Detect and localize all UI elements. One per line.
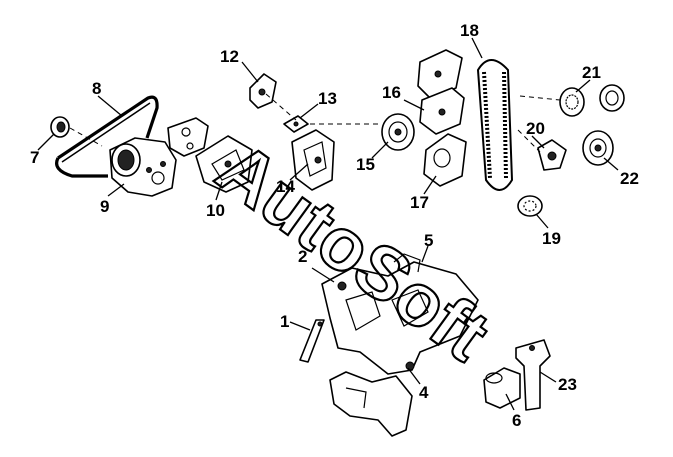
callout-13: 13: [318, 89, 337, 108]
small-pulley: [50, 116, 70, 138]
callout-9: 9: [100, 197, 109, 216]
sleeves: [483, 339, 551, 411]
callout-7: 7: [30, 148, 39, 167]
callout-10: 10: [206, 201, 225, 220]
callout-6: 6: [512, 411, 521, 430]
callout-16: 16: [382, 83, 401, 102]
callout-8: 8: [92, 79, 101, 98]
callout-19: 19: [542, 229, 561, 248]
callout-labels: 1 2 4 5 6 7 8 9 10 12 13 14 15 16 17 18 …: [30, 21, 639, 430]
small-bracket-12: [249, 73, 277, 109]
bracket-14: [291, 129, 335, 191]
callout-2: 2: [298, 247, 307, 266]
lower-bracket: [329, 371, 413, 437]
strap-1: [299, 319, 325, 363]
alternator: [109, 137, 177, 197]
clip-13: [283, 115, 309, 133]
callout-15: 15: [356, 155, 375, 174]
idler-pulley-21: [559, 84, 625, 117]
pulley-22: [582, 130, 614, 166]
callout-22: 22: [620, 169, 639, 188]
callout-4: 4: [419, 383, 429, 402]
callout-1: 1: [280, 312, 289, 331]
sprocket-19: [517, 195, 543, 217]
callout-21: 21: [582, 63, 601, 82]
callout-23: 23: [558, 375, 577, 394]
leader-lines: [37, 37, 619, 411]
alternator-bracket: [167, 117, 209, 157]
timing-belt: [477, 59, 513, 191]
callout-5: 5: [424, 231, 433, 250]
pulley-15: [381, 113, 415, 151]
engine-mount-10: [195, 135, 253, 193]
callout-14: 14: [276, 177, 295, 196]
callout-20: 20: [526, 119, 545, 138]
drive-belt: [55, 95, 159, 178]
callout-17: 17: [410, 193, 429, 212]
alignment-lines: [69, 93, 561, 153]
callout-18: 18: [460, 21, 479, 40]
mounting-manifold: [321, 253, 479, 375]
cover-17: [423, 133, 467, 187]
callout-12: 12: [220, 47, 239, 66]
tensioner-20: [537, 139, 567, 171]
bracket-16: [417, 49, 465, 135]
